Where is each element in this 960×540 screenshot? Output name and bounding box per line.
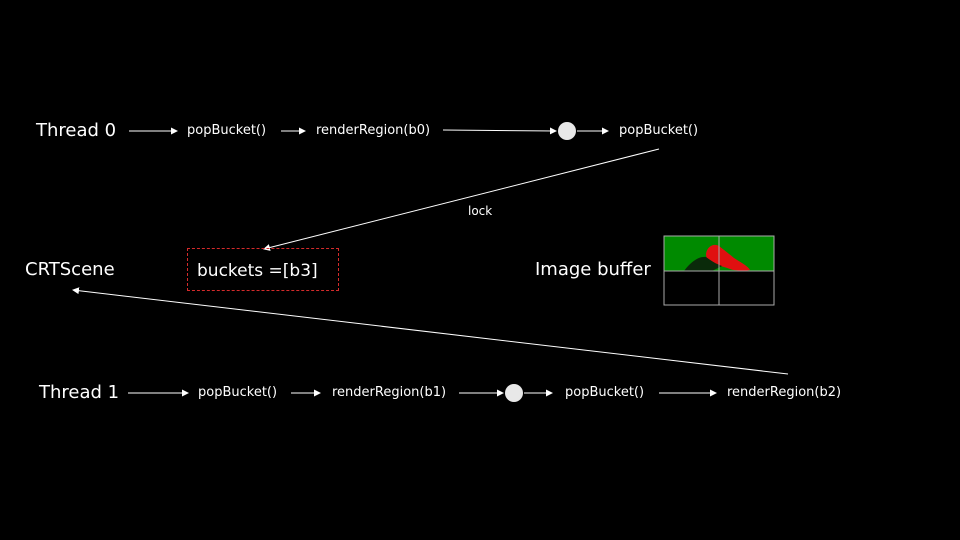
arrow-renderregion-b0-to-sync (442, 127, 557, 135)
thread1-label: Thread 1 (39, 382, 120, 403)
buckets-label: buckets =[b3] (197, 261, 318, 281)
lock-label: lock (468, 204, 493, 218)
image-buffer-label: Image buffer (535, 259, 651, 280)
buckets-box: buckets =[b3] (187, 248, 339, 291)
thread1-step-popbucket-2: popBucket() (565, 385, 645, 400)
thread0-step-renderregion-b0: renderRegion(b0) (316, 123, 431, 138)
image-buffer-dark-shape (684, 256, 722, 271)
lock-arrow (263, 148, 660, 251)
thread1-step-renderregion-b1: renderRegion(b1) (332, 385, 447, 400)
thread0-label: Thread 0 (36, 120, 117, 141)
crtscene-label: CRTScene (25, 259, 115, 280)
sync-point-thread1 (505, 384, 523, 402)
image-buffer (663, 235, 775, 306)
thread0-step-popbucket-2: popBucket() (619, 123, 699, 138)
sync-point-thread0 (558, 122, 576, 140)
thread0-step-popbucket-1: popBucket() (187, 123, 267, 138)
thread1-step-renderregion-b2: renderRegion(b2) (727, 385, 842, 400)
thread1-step-popbucket-1: popBucket() (198, 385, 278, 400)
scene-arrow (72, 287, 789, 375)
